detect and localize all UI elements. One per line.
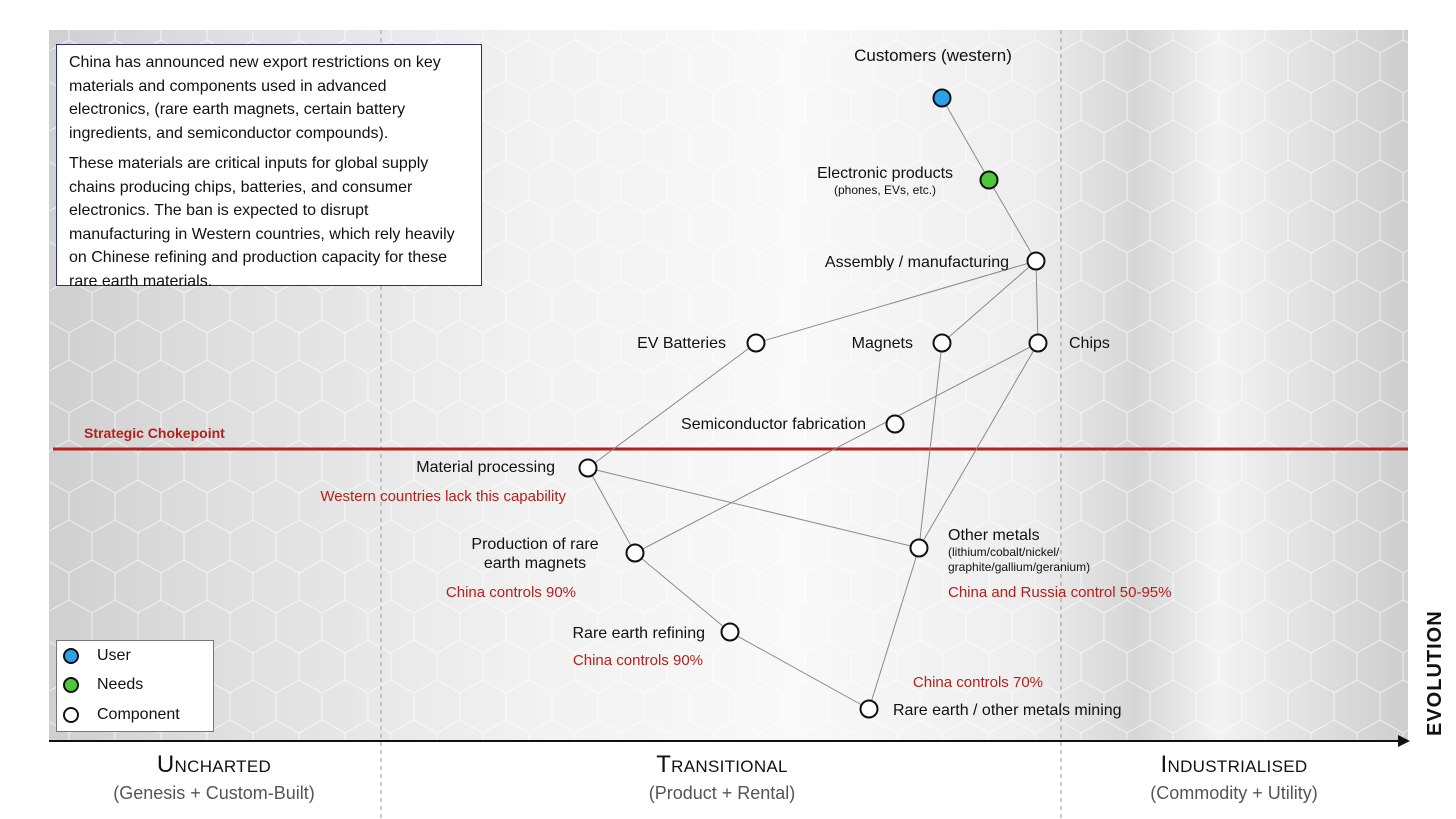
node-semiconductor-fab[interactable]: [885, 414, 905, 434]
edge-electronic-products-to-assembly: [988, 179, 1037, 262]
edge-customers-to-electronic-products: [941, 97, 990, 181]
info-paragraph-2: These materials are critical inputs for …: [69, 155, 455, 290]
legend-row-needs: Needs: [63, 674, 143, 696]
node-chips[interactable]: [1028, 333, 1048, 353]
annotation-magnets-control: China controls 90%: [445, 584, 576, 601]
evolution-axis-label: EVOLUTION: [1424, 610, 1446, 736]
sublabel-other-metals-1: (lithium/cobalt/nickel/: [948, 545, 1060, 559]
chokepoint-label: Strategic Chokepoint: [84, 425, 225, 441]
info-box: China has announced new export restricti…: [56, 44, 482, 290]
legend-component-dot: [63, 707, 79, 723]
annotation-other-metals-control: China and Russia control 50-95%: [948, 584, 1172, 601]
stage-subtitle-uncharted: (Genesis + Custom-Built): [113, 783, 315, 803]
stage-title-industrialised: Industrialised: [1160, 751, 1308, 778]
edge-assembly-to-chips: [1035, 260, 1039, 344]
stage-subtitle-transitional: (Product + Rental): [648, 783, 796, 803]
legend-user-dot: [63, 648, 79, 664]
label-ev-batteries: EV Batteries: [637, 335, 726, 352]
label-magnets: Magnets: [851, 335, 913, 352]
node-rare-earth-refining[interactable]: [720, 622, 740, 642]
label-semiconductor-fab: Semiconductor fabrication: [681, 416, 866, 433]
label-mining: Rare earth / other metals mining: [893, 702, 1122, 719]
legend-row-component: Component: [63, 704, 180, 726]
edge-chips-to-other-metals: [918, 342, 1039, 549]
legend: User Needs Component: [56, 640, 214, 732]
component-nodes: [578, 88, 1048, 719]
label-customers: Customers (western): [854, 46, 1012, 65]
edge-other-metals-to-mining: [868, 547, 920, 710]
node-customers[interactable]: [932, 88, 952, 108]
node-electronic-products[interactable]: [979, 170, 999, 190]
edge-assembly-to-magnets: [941, 260, 1037, 344]
node-mining[interactable]: [859, 699, 879, 719]
node-ev-batteries[interactable]: [746, 333, 766, 353]
annotation-refining-control: China controls 90%: [572, 652, 703, 669]
label-rare-earth-magnets-1: Production of rare: [471, 536, 599, 553]
annotation-western-lack: Western countries lack this capability: [320, 488, 566, 505]
legend-component-label: Component: [97, 706, 180, 723]
evolution-axis-arrow: [1398, 735, 1410, 747]
label-rare-earth-refining: Rare earth refining: [572, 625, 705, 642]
label-other-metals: Other metals: [948, 527, 1040, 544]
node-assembly[interactable]: [1026, 251, 1046, 271]
label-rare-earth-magnets-2: earth magnets: [483, 555, 587, 572]
node-other-metals[interactable]: [909, 538, 929, 558]
edge-assembly-to-ev-batteries: [755, 260, 1037, 344]
legend-row-user: User: [63, 645, 131, 667]
edge-rare-earth-refining-to-mining: [729, 631, 870, 710]
node-material-processing[interactable]: [578, 458, 598, 478]
legend-needs-label: Needs: [97, 676, 144, 693]
stage-subtitle-industrialised: (Commodity + Utility): [1150, 783, 1318, 803]
label-chips: Chips: [1069, 335, 1110, 352]
edge-material-processing-to-other-metals: [587, 467, 920, 549]
label-electronic-products: Electronic products: [816, 165, 954, 182]
node-rare-earth-magnets[interactable]: [625, 543, 645, 563]
stage-title-transitional: Transitional: [656, 751, 788, 778]
edge-material-processing-to-rare-earth-magnets: [587, 467, 636, 554]
sublabel-electronic-products: (phones, EVs, etc.): [833, 183, 937, 197]
edge-ev-batteries-to-material-processing: [587, 342, 757, 469]
edge-chips-to-rare-earth-magnets: [634, 342, 1039, 554]
label-material-processing: Material processing: [416, 459, 555, 476]
node-magnets[interactable]: [932, 333, 952, 353]
legend-needs-dot: [63, 677, 79, 693]
info-paragraph-1: China has announced new export restricti…: [69, 54, 441, 142]
stage-title-uncharted: Uncharted: [156, 751, 272, 778]
annotation-mining-control: China controls 70%: [912, 674, 1043, 691]
edge-rare-earth-magnets-to-rare-earth-refining: [634, 552, 731, 633]
edge-magnets-to-other-metals: [918, 342, 943, 549]
dependency-lines: [587, 97, 1039, 710]
sublabel-other-metals-2: graphite/gallium/geranium): [948, 560, 1091, 574]
label-assembly: Assembly / manufacturing: [824, 254, 1009, 271]
legend-user-label: User: [97, 647, 131, 664]
